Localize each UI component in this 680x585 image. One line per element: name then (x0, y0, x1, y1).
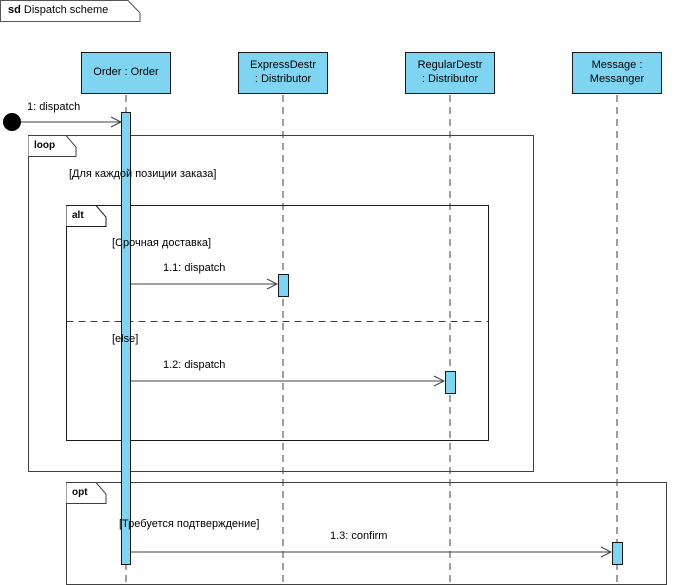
lifeline-head-express[interactable]: ExpressDestr : Distributor (238, 52, 328, 94)
lifeline-regular-line1: RegularDestr (417, 59, 483, 72)
lifeline-head-message[interactable]: Message : Messanger (572, 52, 662, 94)
message-label-1: 1: dispatch (27, 101, 81, 113)
lifeline-regular-line2: : Distributor (421, 73, 479, 85)
guard-opt: [Требуется подтверждение] (119, 518, 260, 530)
lifeline-order-line1: Order : Order (93, 66, 159, 79)
diagram-name: Dispatch scheme (23, 4, 109, 16)
guard-alt: [Срочная доставка] (112, 237, 212, 249)
guard-loop: [Для каждой позиции заказа] (69, 168, 217, 180)
message-label-1-3: 1.3: confirm (330, 530, 388, 542)
fragment-alt-box (66, 205, 489, 441)
fragment-loop-box (28, 135, 534, 472)
start-actor-icon (3, 113, 21, 131)
lifeline-message-line2: Messanger (589, 73, 645, 85)
activation-bar-message (612, 542, 623, 565)
message-label-1-1: 1.1: dispatch (163, 262, 226, 274)
activation-bar-express (278, 274, 289, 297)
message-label-1-2: 1.2: dispatch (163, 359, 226, 371)
guard-alt-else: [else] (112, 333, 139, 345)
activation-bar-regular (445, 371, 456, 394)
lifeline-message-line1: Message : (591, 59, 643, 72)
fragment-tag-loop: loop (34, 140, 56, 151)
lifeline-express-line1: ExpressDestr (249, 59, 317, 72)
fragment-tag-alt: alt (72, 210, 84, 221)
fragment-tag-opt: opt (72, 487, 88, 498)
diagram-frame-label: sd Dispatch scheme (8, 5, 108, 16)
lifeline-head-regular[interactable]: RegularDestr : Distributor (405, 52, 495, 94)
diagram-frame (0, 0, 141, 22)
lifeline-head-order[interactable]: Order : Order (81, 52, 171, 94)
activation-bar-order (121, 112, 131, 565)
lifeline-express-line2: : Distributor (254, 73, 312, 85)
diagram-kind-keyword: sd (8, 4, 21, 16)
